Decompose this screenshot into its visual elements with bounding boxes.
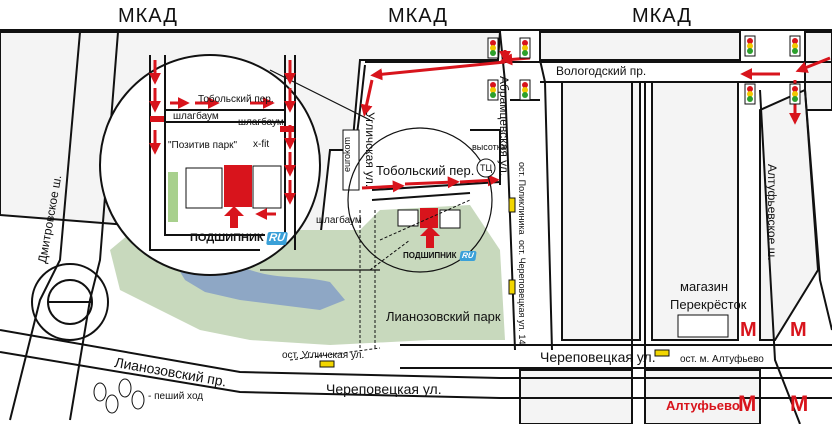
cherepovetskaya-lower-label: Череповецкая ул. <box>326 381 442 397</box>
vologodsky-label: Вологодский пр. <box>556 64 647 78</box>
inset-pozitiv-label: "Позитив парк" <box>168 140 238 151</box>
tobolsky-label: Тобольский пер. <box>376 163 475 178</box>
legend-walk-label: - пеший ход <box>148 391 204 402</box>
abramtsevskaya-label: Абрамцевская ул. <box>497 76 511 177</box>
park-label: Лианозовский парк <box>386 309 501 324</box>
inset-xfit-label: x-fit <box>253 139 270 150</box>
inset-tobolsky-label: Тобольский пер. <box>198 94 274 105</box>
metro-icon-1: М <box>740 319 757 341</box>
stop-altufevo-label: ост. м. Алтуфьево <box>680 354 764 365</box>
barrier-label-map: шлагбаум <box>316 215 362 226</box>
stop-cherep14-label: ост. Череповецкая ул. 14 <box>517 240 527 345</box>
entrance-arrow <box>420 226 440 248</box>
mkad-label-3: МКАД <box>632 5 692 27</box>
tc-circle <box>476 158 496 178</box>
altufevskoe-label: Алтуфьевское ш. <box>765 164 779 261</box>
inset-barrier-1: шлагбаум <box>173 111 219 122</box>
stop-polikinika-label: ост. Поликлиника <box>517 162 527 235</box>
road-network <box>0 29 832 424</box>
buildings <box>342 129 729 338</box>
mkad-label-2: МКАД <box>388 5 448 27</box>
metro-icon-2: М <box>790 319 807 341</box>
logo-text-inset: ПОДШИПНИК <box>190 232 264 244</box>
tc-label: ТЦ <box>480 163 493 173</box>
inset-barrier-2: шлагбаум <box>238 117 284 128</box>
traffic-lights <box>487 35 801 105</box>
footprints-icon <box>93 378 145 414</box>
metro-icon-3: М <box>738 391 757 416</box>
vysotka-label: высотка <box>472 142 506 152</box>
dmitrovskoe-interchange <box>31 263 109 341</box>
mkad-label-1: МКАД <box>118 5 178 27</box>
logo-text-map: ПОДШИПНИК <box>403 251 457 260</box>
stop-uglichskaya-label: ост. Угличская ул. <box>282 350 365 361</box>
shop-label-2: Перекрёсток <box>670 297 747 312</box>
bus-stop-markers <box>319 197 670 368</box>
evrokom-label: eurokom <box>342 136 352 172</box>
logo-ru-map: RU <box>458 251 476 261</box>
walk-paths <box>289 199 471 361</box>
metro-icon-4: М <box>790 391 809 416</box>
uglichskaya-label: Угличская ул. <box>363 112 377 188</box>
cherepovetskaya-upper-label: Череповецкая ул. <box>540 349 656 365</box>
station-label: Алтуфьево <box>666 398 740 413</box>
logo-ru-inset: RU <box>265 232 288 245</box>
inset-detail <box>149 55 296 251</box>
shop-label-1: магазин <box>680 279 729 294</box>
